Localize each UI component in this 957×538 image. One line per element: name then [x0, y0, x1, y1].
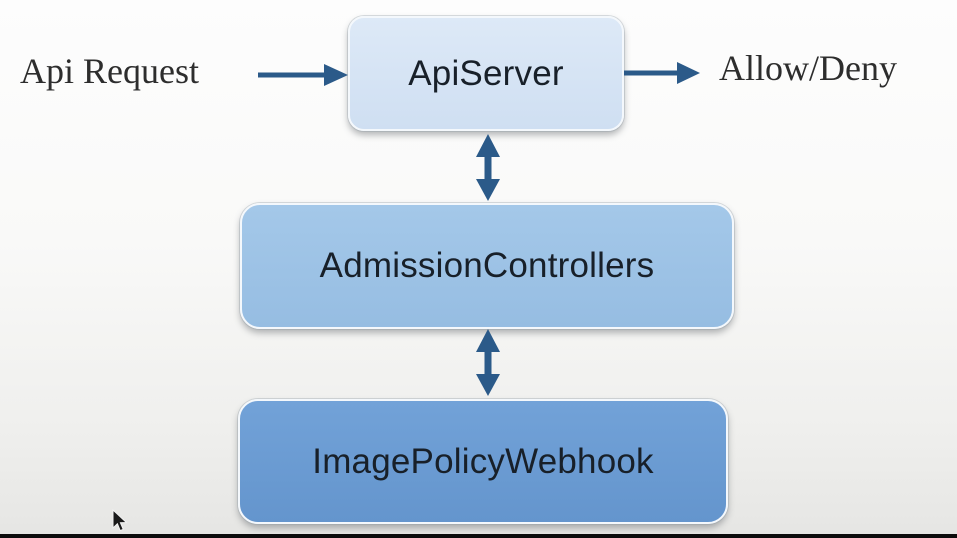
image-policy-webhook-node-label: ImagePolicyWebhook — [312, 441, 654, 481]
mouse-cursor-icon — [112, 509, 128, 532]
allow-deny-label: Allow/Deny — [719, 48, 897, 88]
apiserver-node-label: ApiServer — [408, 53, 564, 93]
apiserver-node: ApiServer — [348, 16, 624, 131]
image-policy-webhook-node: ImagePolicyWebhook — [238, 399, 728, 524]
arrow-apiserver-admission-bidirectional — [476, 134, 500, 201]
arrow-apiserver-to-allowdeny — [624, 62, 700, 84]
arrow-request-to-apiserver — [258, 64, 348, 86]
arrow-admission-webhook-bidirectional — [476, 329, 500, 396]
admission-controllers-node: AdmissionControllers — [240, 203, 734, 329]
api-request-label: Api Request — [20, 51, 199, 91]
letterbox-bottom-bar — [0, 534, 957, 538]
admission-controllers-node-label: AdmissionControllers — [319, 246, 655, 285]
